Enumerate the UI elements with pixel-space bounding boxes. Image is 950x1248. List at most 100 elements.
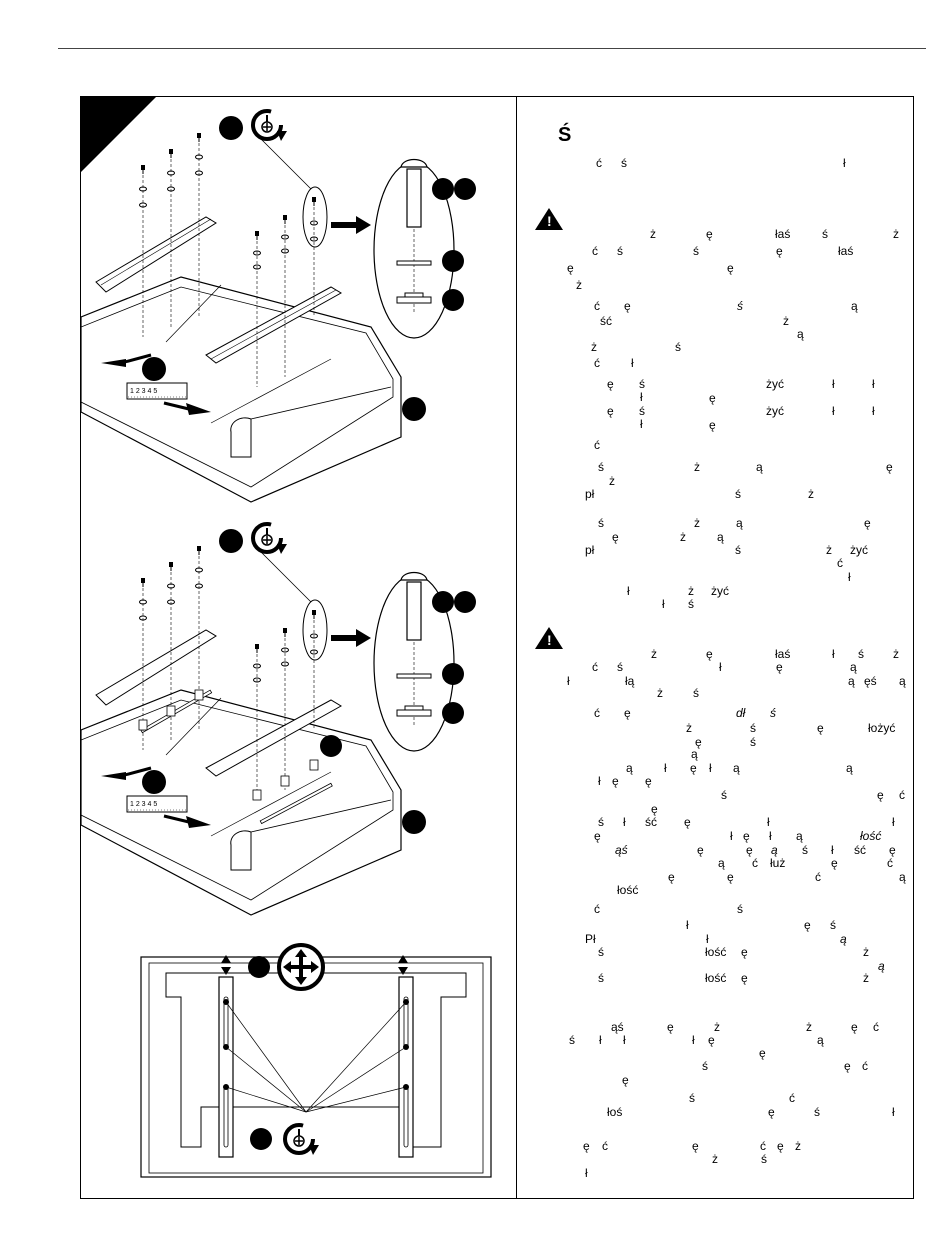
text-fragment: ć bbox=[592, 244, 598, 258]
text-fragment: ś bbox=[688, 597, 694, 611]
text-fragment: ę bbox=[697, 843, 704, 857]
text-fragment: ę bbox=[612, 774, 619, 788]
text-fragment: ł bbox=[730, 829, 733, 843]
text-fragment: ę bbox=[706, 227, 713, 241]
text-fragment: ś bbox=[721, 788, 727, 802]
text-fragment: ś bbox=[737, 902, 743, 916]
text-fragment: ę bbox=[607, 377, 614, 391]
text-fragment: ł bbox=[832, 404, 835, 418]
text-fragment: ę bbox=[741, 971, 748, 985]
text-fragment: ą bbox=[899, 870, 906, 884]
text-fragment: ż bbox=[783, 314, 789, 328]
text-fragment: ł bbox=[567, 674, 570, 688]
text-fragment: ść bbox=[645, 815, 657, 829]
text-fragment: ć bbox=[815, 870, 821, 884]
text-fragment: ą bbox=[626, 761, 633, 775]
text-fragment: ć bbox=[899, 788, 905, 802]
text-fragment: ż bbox=[657, 686, 663, 700]
text-fragment: łość bbox=[860, 829, 882, 843]
text-fragment: ę bbox=[684, 815, 691, 829]
text-fragment: ć bbox=[837, 556, 843, 570]
text-fragment: ż bbox=[694, 460, 700, 474]
text-fragment: ł bbox=[872, 377, 875, 391]
text-fragment: ł bbox=[585, 1166, 588, 1180]
text-fragment: ś bbox=[822, 227, 828, 241]
text-fragment: ł bbox=[692, 1033, 695, 1047]
text-fragment: ę bbox=[746, 843, 753, 857]
text-fragment: łość bbox=[617, 883, 639, 897]
text-fragment: ę bbox=[667, 1020, 674, 1034]
text-fragment: ę bbox=[777, 1139, 784, 1153]
text-fragment: ż bbox=[863, 971, 869, 985]
text-fragment: ę bbox=[624, 299, 631, 313]
text-fragment: ę bbox=[567, 261, 574, 275]
text-fragment: ł bbox=[627, 584, 630, 598]
text-fragment: ą bbox=[848, 674, 855, 688]
text-fragment: ę bbox=[817, 721, 824, 735]
text-fragment: ł bbox=[843, 156, 846, 170]
text-fragment: ś bbox=[675, 340, 681, 354]
text-fragment: ę bbox=[743, 829, 750, 843]
text-fragment: ż bbox=[609, 474, 615, 488]
text-fragment: ść bbox=[854, 843, 866, 857]
text-fragment: ę bbox=[622, 1073, 629, 1087]
text-fragment: ę bbox=[692, 1139, 699, 1153]
text-fragment: ą bbox=[733, 761, 740, 775]
text-fragment: łożyć bbox=[868, 721, 896, 735]
section-title: Ś bbox=[558, 124, 572, 146]
text-fragment: ł bbox=[598, 774, 601, 788]
warning-icon: ! bbox=[535, 208, 563, 230]
text-fragment: ę bbox=[768, 1105, 775, 1119]
text-fragment: ć bbox=[873, 1020, 879, 1034]
text-fragment: ę bbox=[831, 856, 838, 870]
text-fragment: ą bbox=[850, 660, 857, 674]
figure-2: 1 2 3 4 5 bbox=[81, 522, 476, 916]
text-fragment: ę bbox=[709, 391, 716, 405]
text-fragment: ć bbox=[594, 902, 600, 916]
text-fragment: ą bbox=[878, 959, 885, 973]
text-fragment: ś bbox=[693, 686, 699, 700]
text-fragment: ę bbox=[886, 460, 893, 474]
text-fragment: ś bbox=[858, 647, 864, 661]
text-fragment: ł bbox=[623, 1033, 626, 1047]
text-fragment: ł bbox=[664, 761, 667, 775]
text-fragment: ę bbox=[864, 516, 871, 530]
text-fragment: ę bbox=[645, 774, 652, 788]
illustration-panel: 1 2 3 4 5 bbox=[81, 97, 492, 1178]
text-fragment: żyć bbox=[766, 404, 784, 418]
text-fragment: ąś bbox=[615, 843, 628, 857]
text-fragment: ę bbox=[624, 706, 631, 720]
text-fragment: ę bbox=[690, 761, 697, 775]
text-fragment: ę bbox=[583, 1139, 590, 1153]
text-fragment: ż bbox=[826, 543, 832, 557]
text-fragment: ł bbox=[767, 815, 770, 829]
text-fragment: ć bbox=[594, 706, 600, 720]
text-fragment: ś bbox=[693, 244, 699, 258]
text-fragment: ł bbox=[599, 1033, 602, 1047]
text-fragment: ł bbox=[831, 843, 834, 857]
text-fragment: ć bbox=[752, 856, 758, 870]
text-fragment: łaś bbox=[775, 647, 791, 661]
corner-tab bbox=[81, 97, 156, 172]
text-fragment: ż bbox=[650, 227, 656, 241]
text-fragment: ć bbox=[862, 1059, 868, 1073]
text-fragment: ć bbox=[596, 156, 602, 170]
text-fragment: ć bbox=[594, 299, 600, 313]
text-fragment: ą bbox=[796, 829, 803, 843]
text-fragment: łą bbox=[625, 674, 635, 688]
text-fragment: ś bbox=[735, 487, 741, 501]
text-fragment: ś bbox=[598, 815, 604, 829]
text-fragment: ę bbox=[776, 244, 783, 258]
text-fragment: ę bbox=[668, 870, 675, 884]
text-fragment: ł bbox=[640, 417, 643, 431]
text-fragment: ą bbox=[817, 1033, 824, 1047]
text-fragment: ęś bbox=[864, 674, 877, 688]
text-fragment: ś bbox=[639, 377, 645, 391]
text-fragment: łoś bbox=[607, 1105, 623, 1119]
text-fragment: ć bbox=[594, 356, 600, 370]
text-fragment: ś bbox=[750, 721, 756, 735]
text-fragment: ę bbox=[727, 870, 734, 884]
text-fragment: ę bbox=[851, 1020, 858, 1034]
text-fragment: ę bbox=[889, 843, 896, 857]
text-fragment: ś bbox=[689, 1091, 695, 1105]
